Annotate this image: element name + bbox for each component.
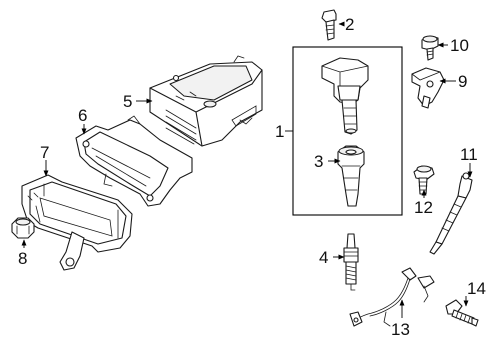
ecu-bracket-part[interactable]: [21, 174, 133, 271]
sensor-probe-part-11[interactable]: [429, 172, 473, 255]
engine-control-module-part[interactable]: [149, 55, 263, 147]
sensor-part-9[interactable]: [411, 67, 445, 109]
callout-2: 2: [345, 15, 354, 34]
module-bracket-part[interactable]: [75, 115, 193, 207]
wire-sensor-part-13[interactable]: [349, 267, 435, 327]
callout-13: 13: [391, 320, 410, 339]
bolt-part-12[interactable]: [413, 165, 435, 195]
callout-7: 7: [40, 143, 49, 162]
callout-14: 14: [467, 279, 486, 298]
callout-12: 12: [414, 198, 433, 217]
coil-boot-part[interactable]: [337, 145, 365, 207]
callout-10: 10: [450, 36, 469, 55]
spark-plug-part[interactable]: [343, 233, 359, 291]
callout-8: 8: [18, 249, 27, 268]
bolt-part-10[interactable]: [421, 35, 439, 61]
callout-5: 5: [123, 92, 132, 111]
callout-11: 11: [460, 145, 478, 164]
leader-lines: [21, 21, 473, 318]
bolt-part-14[interactable]: [445, 299, 479, 327]
callout-labels: 1 2 3 4 5 6 7 8 9 10 11 12 13 14: [18, 15, 486, 339]
bolt-part-2[interactable]: [321, 9, 337, 41]
callout-4: 4: [319, 248, 328, 267]
callout-1: 1: [275, 122, 284, 141]
grommet-nut-part[interactable]: [11, 217, 35, 239]
ignition-coil-part[interactable]: [321, 57, 369, 135]
callout-3: 3: [314, 152, 323, 171]
callout-9: 9: [458, 72, 467, 91]
callout-6: 6: [78, 106, 87, 125]
